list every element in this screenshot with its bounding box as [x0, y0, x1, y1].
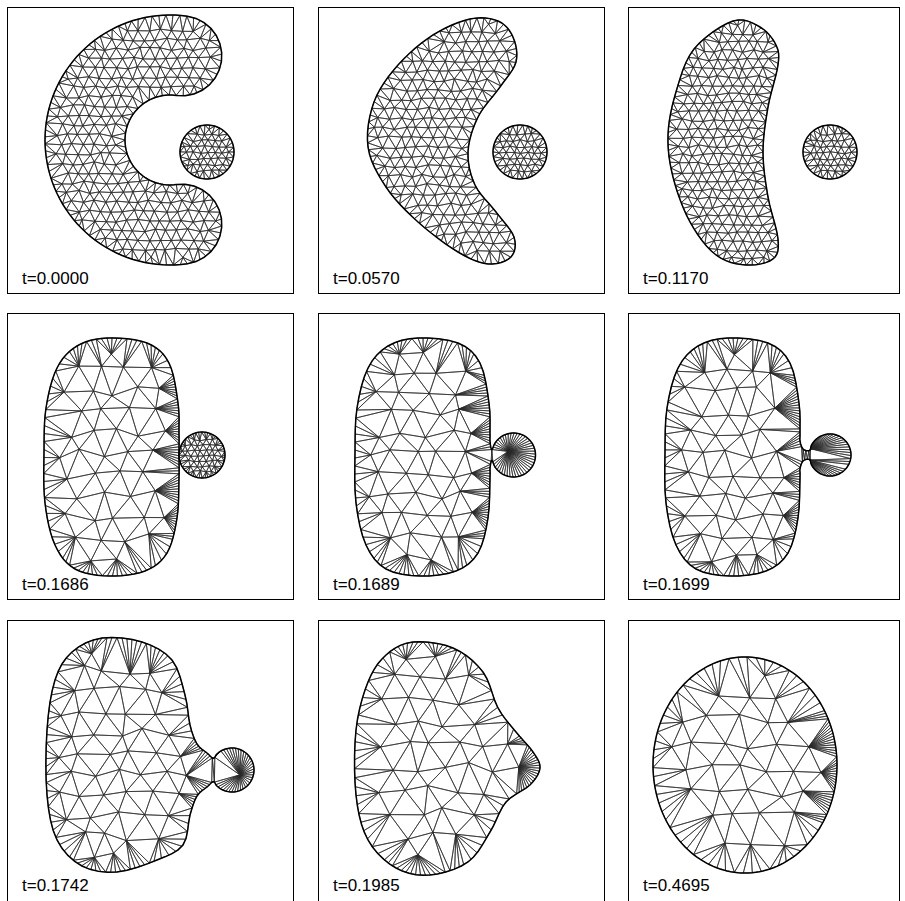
shape-boundary: [493, 125, 547, 179]
mesh-panel: [653, 657, 837, 873]
mesh-panel: [668, 20, 857, 265]
shape-boundary: [355, 338, 536, 576]
panel-frame: t=0.0000: [7, 7, 294, 294]
mesh-lines: [355, 642, 540, 875]
panel-frame: t=0.1699: [628, 313, 900, 600]
mesh-lines: [180, 125, 234, 179]
shape-boundary: [46, 637, 254, 872]
panel-frame: t=0.1985: [318, 620, 605, 901]
mesh-lines: [46, 637, 254, 872]
time-label: t=0.1170: [643, 270, 708, 287]
mesh-panel: [46, 637, 254, 872]
mesh-lines: [665, 338, 851, 576]
mesh-lines: [45, 15, 222, 265]
mesh-lines: [653, 657, 837, 873]
shape-boundary: [44, 338, 179, 576]
time-label: t=0.1985: [333, 877, 400, 894]
time-label: t=0.1686: [22, 576, 89, 593]
time-label: t=0.1742: [22, 877, 89, 894]
time-label: t=0.1699: [643, 576, 710, 593]
mesh-lines: [44, 338, 179, 576]
mesh-panel: [355, 642, 540, 876]
shape-boundary: [653, 657, 837, 873]
time-label: t=0.0000: [22, 270, 89, 287]
panel-frame: t=0.1742: [7, 620, 294, 901]
mesh-lines: [668, 20, 779, 265]
shape-boundary: [665, 338, 851, 576]
mesh-lines: [179, 432, 225, 478]
shape-boundary: [45, 15, 222, 265]
mesh-lines: [368, 18, 517, 264]
panel-frame: t=0.1689: [318, 313, 605, 600]
shape-boundary: [803, 125, 857, 179]
mesh-lines: [355, 338, 536, 576]
shape-boundary: [180, 125, 234, 179]
panel-frame: t=0.0570: [318, 7, 605, 294]
shape-boundary: [367, 18, 516, 264]
mesh-panel: [367, 18, 547, 264]
shape-boundary: [179, 432, 225, 478]
panel-frame: t=0.1686: [7, 313, 294, 600]
panel-frame: t=0.4695: [628, 620, 900, 901]
mesh-lines: [493, 125, 547, 179]
shape-boundary: [355, 642, 540, 876]
panel-frame: t=0.1170: [628, 7, 900, 294]
mesh-panel: [45, 15, 234, 265]
mesh-lines: [803, 125, 857, 179]
shape-boundary: [668, 20, 779, 265]
time-label: t=0.0570: [333, 270, 400, 287]
time-label: t=0.4695: [643, 877, 710, 894]
time-label: t=0.1689: [333, 576, 400, 593]
mesh-panel: [44, 338, 225, 576]
mesh-panel: [355, 338, 536, 576]
mesh-panel: [665, 338, 851, 576]
